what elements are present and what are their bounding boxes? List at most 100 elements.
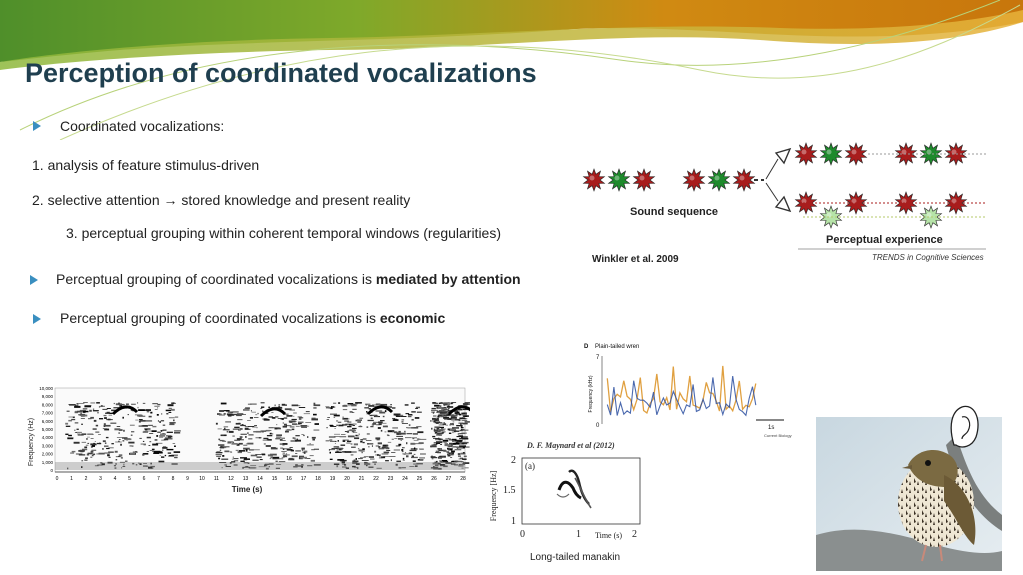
wren-ytick-top: 7 <box>596 355 600 361</box>
bullet-text: Perceptual grouping of coordinated vocal… <box>56 271 376 287</box>
spectrogram-xtick: 16 <box>286 476 292 482</box>
spectrogram-ytick: 0 <box>50 468 53 473</box>
right-arrow-icon: → <box>163 192 178 208</box>
spectrogram-xtick: 21 <box>359 476 365 482</box>
spectrogram-xtick: 6 <box>143 476 146 482</box>
spectrogram-xtick: 14 <box>257 476 263 482</box>
spectrogram-ytick: 3,000 <box>42 443 54 448</box>
numbered-item-2-part-a: 2. selective attention <box>32 192 160 208</box>
sound-star-icon <box>607 168 631 192</box>
arrow-down-icon <box>774 195 792 213</box>
numbered-item-3: 3. perceptual grouping within coherent t… <box>66 225 502 241</box>
arrow-up-icon <box>774 147 792 165</box>
spectrogram-xtick: 15 <box>272 476 278 482</box>
manakin-xlabel: Time (s) <box>595 531 622 540</box>
sound-star-icon <box>919 142 943 166</box>
manakin-xtick: 2 <box>632 529 637 540</box>
spectrogram-xtick: 12 <box>228 476 234 482</box>
spectrogram-xtick: 20 <box>344 476 350 482</box>
spectrogram-ylabel: Frequency (Hz) <box>28 418 35 466</box>
manakin-ylabel: Frequency [Hz] <box>489 470 498 521</box>
wren-credit: Current Biology <box>764 433 792 438</box>
spectrogram-xtick: 17 <box>301 476 307 482</box>
bird-photo <box>816 405 1002 571</box>
sound-star-icon <box>632 168 656 192</box>
bullet-arrow-icon <box>33 314 41 324</box>
spectrogram-xtick: 1 <box>70 476 73 482</box>
spectrogram-xtick: 3 <box>99 476 102 482</box>
sound-star-icon <box>794 142 818 166</box>
spectrogram-xtick: 19 <box>330 476 336 482</box>
spectrogram-ytick: 5,000 <box>42 427 54 432</box>
manakin-spectrogram-trace <box>556 469 592 509</box>
spectrogram-ytick: 4,000 <box>42 435 54 440</box>
spectrogram-xtick: 9 <box>186 476 189 482</box>
manakin-citation: D. F. Maynard et al (2012) <box>526 441 615 450</box>
spectrogram-xtick: 2 <box>85 476 88 482</box>
spectrogram-xtick: 28 <box>460 476 466 482</box>
spectrogram-ytick: 1,000 <box>42 460 54 465</box>
header-banner <box>0 0 1023 140</box>
spectrogram-xtick: 22 <box>373 476 379 482</box>
sound-sequence-label: Sound sequence <box>630 206 718 218</box>
bullet-arrow-icon <box>30 275 38 285</box>
bullet-bold-text: economic <box>379 310 446 326</box>
sound-star-icon <box>682 168 706 192</box>
spectrogram-ytick: 9,000 <box>42 394 54 399</box>
wren-title: Plain-tailed wren <box>595 344 639 350</box>
manakin-xtick: 0 <box>520 529 525 540</box>
wren-panel-letter: D <box>584 344 589 350</box>
manakin-ytick: 2 <box>511 455 516 466</box>
manakin-ytick: 1 <box>511 516 516 527</box>
spectrogram-xtick: 27 <box>446 476 452 482</box>
bullet-text: Perceptual grouping of coordinated vocal… <box>60 310 380 326</box>
bullet-coordinated-vocalizations: Coordinated vocalizations: <box>60 118 225 134</box>
winkler-figure: Sound sequence Perceptual experience Win… <box>578 133 990 268</box>
spectrogram-xtick: 0 <box>56 476 59 482</box>
bullet-economic: Perceptual grouping of coordinated vocal… <box>60 310 445 326</box>
sound-star-icon <box>582 168 606 192</box>
manakin-caption: Long-tailed manakin <box>530 552 620 563</box>
manakin-ytick: 1.5 <box>503 485 516 496</box>
spectrogram-xlabel: Time (s) <box>232 485 263 494</box>
spectrogram-ytick: 2,000 <box>42 452 54 457</box>
wren-ylabel: Frequency (kHz) <box>588 375 594 412</box>
spectrogram-xtick: 25 <box>417 476 423 482</box>
spectrogram-xtick: 18 <box>315 476 321 482</box>
slide-title: Perception of coordinated vocalizations <box>25 58 537 88</box>
sound-star-icon <box>707 168 731 192</box>
numbered-item-2-part-b: stored knowledge and present reality <box>177 192 411 208</box>
winkler-journal: TRENDS in Cognitive Sciences <box>872 253 984 262</box>
sound-star-icon <box>894 191 918 215</box>
spectrogram-ytick: 8,000 <box>42 402 54 407</box>
spectrogram-ytick: 10,000 <box>39 386 53 391</box>
bullet-arrow-icon <box>33 121 41 131</box>
wren-ytick-bottom: 0 <box>596 423 600 429</box>
spectrogram-xtick: 24 <box>402 476 408 482</box>
sound-star-icon <box>794 191 818 215</box>
wren-figure: D Plain-tailed wren Frequency (kHz) 7 0 … <box>584 344 792 438</box>
spectrogram-xtick: 13 <box>243 476 249 482</box>
spectrogram-ytick: 6,000 <box>42 419 54 424</box>
sound-star-icon <box>732 168 756 192</box>
spectrogram-xtick: 26 <box>431 476 437 482</box>
spectrogram-xtick: 23 <box>388 476 394 482</box>
manakin-panel-letter: (a) <box>525 461 535 471</box>
spectrogram-xtick: 5 <box>128 476 131 482</box>
spectrogram-figure: Frequency (Hz) 10,000 9,000 8,000 7,000 6,00… <box>25 380 470 498</box>
sound-star-icon <box>844 142 868 166</box>
bullet-bold-text: mediated by attention <box>375 271 521 287</box>
numbered-item-1: 1. analysis of feature stimulus-driven <box>32 157 260 173</box>
spectrogram-xtick: 11 <box>214 476 219 482</box>
spectrogram-xtick: 7 <box>157 476 160 482</box>
bullet-mediated-by-attention: Perceptual grouping of coordinated vocal… <box>56 271 521 287</box>
spectrogram-ytick: 7,000 <box>42 411 54 416</box>
spectrogram-xtick: 8 <box>172 476 175 482</box>
ear-icon <box>950 405 979 448</box>
perceptual-experience-label: Perceptual experience <box>826 234 943 246</box>
sound-star-icon <box>819 142 843 166</box>
wren-scale-label: 1s <box>768 425 774 431</box>
manakin-xtick: 1 <box>576 529 581 540</box>
numbered-item-2: 2. selective attention → stored knowledg… <box>32 192 410 208</box>
winkler-citation: Winkler et al. 2009 <box>592 254 679 265</box>
